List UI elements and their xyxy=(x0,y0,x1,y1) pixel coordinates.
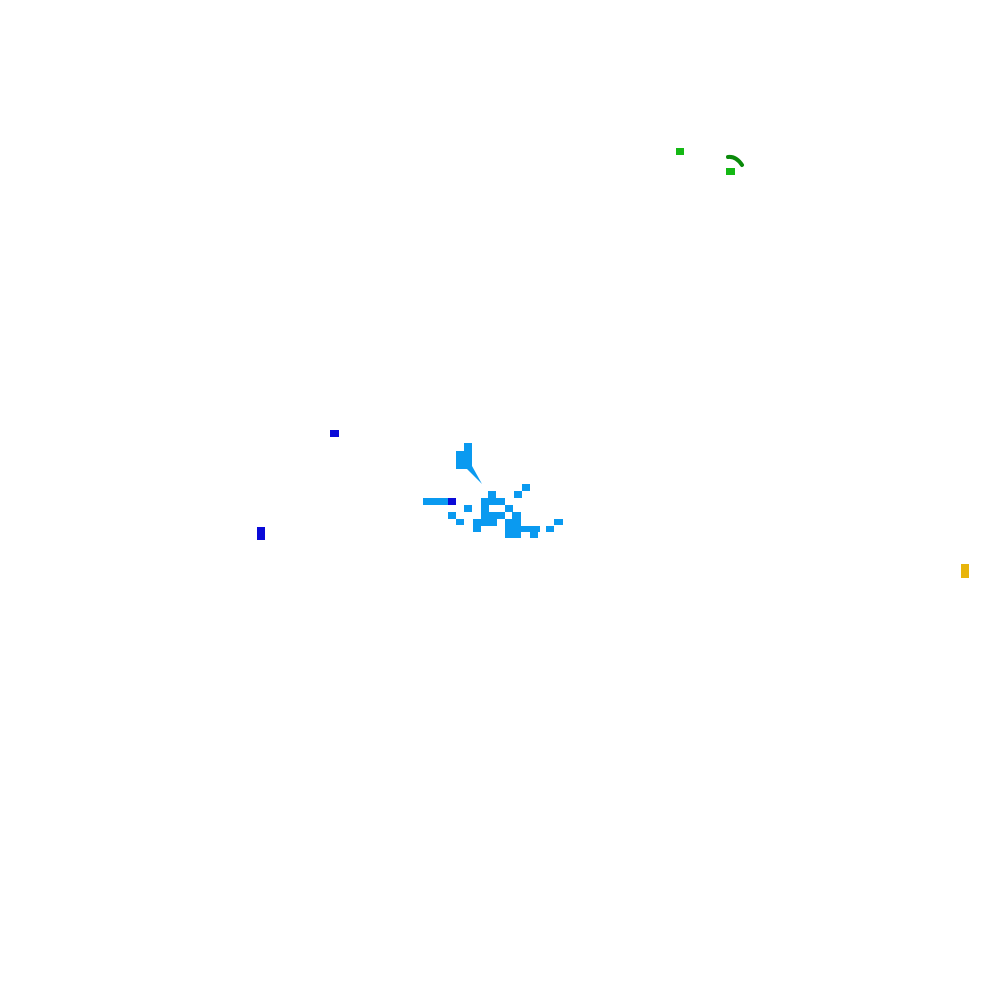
light-blue-cell xyxy=(464,443,472,451)
light-blue-cell xyxy=(505,532,521,538)
light-blue-cell xyxy=(505,519,521,526)
dark-blue-point xyxy=(257,527,265,540)
light-blue-cell xyxy=(448,512,456,519)
light-blue-cell xyxy=(530,532,538,538)
light-blue-cell xyxy=(481,512,505,519)
light-blue-cell xyxy=(488,491,496,498)
light-blue-cell xyxy=(473,519,497,526)
dark-blue-points xyxy=(257,430,456,540)
light-blue-cell xyxy=(456,519,464,525)
green-points xyxy=(676,148,744,175)
light-blue-spike-tail xyxy=(464,466,482,484)
light-blue-cluster xyxy=(423,443,563,538)
light-blue-cell xyxy=(464,505,472,512)
light-blue-cell xyxy=(481,505,489,512)
light-blue-cell xyxy=(456,459,472,469)
green-arc xyxy=(726,154,744,167)
light-blue-cell xyxy=(514,491,522,498)
light-blue-cell xyxy=(423,498,449,505)
light-blue-cell xyxy=(456,451,472,459)
light-blue-cell xyxy=(522,484,530,491)
light-blue-cell xyxy=(512,512,521,519)
green-point xyxy=(726,168,735,175)
light-blue-cell xyxy=(481,498,505,505)
yellow-points xyxy=(961,564,969,578)
light-blue-cell xyxy=(505,526,540,532)
green-point xyxy=(676,148,684,155)
dark-blue-point xyxy=(330,430,339,437)
light-blue-cell xyxy=(473,526,481,532)
light-blue-cell xyxy=(554,519,563,525)
yellow-point xyxy=(961,564,969,578)
light-blue-cell xyxy=(505,505,513,512)
light-blue-cell xyxy=(546,526,554,532)
dark-blue-point xyxy=(448,498,456,505)
